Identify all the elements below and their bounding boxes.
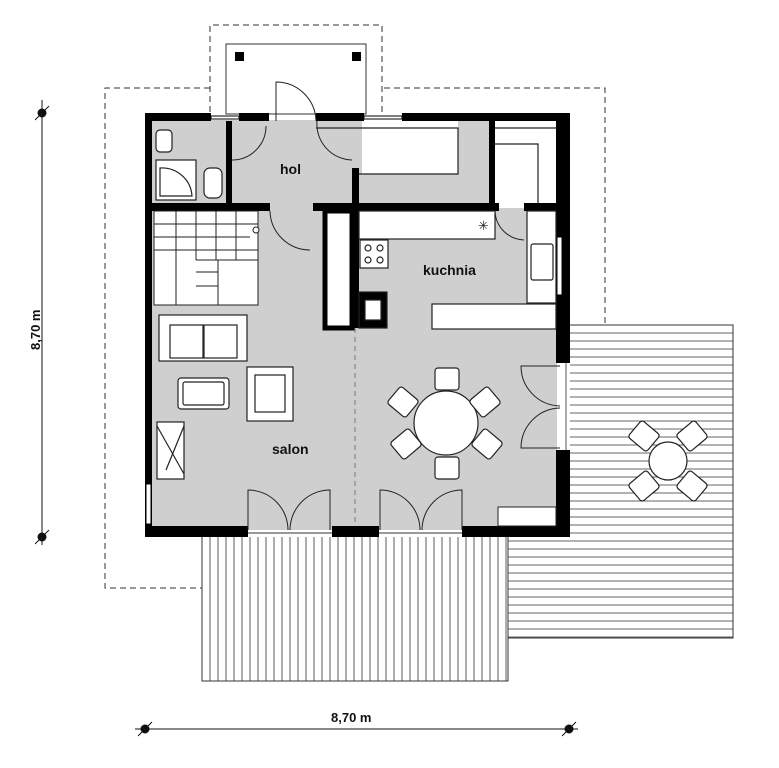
bathroom <box>155 129 223 201</box>
fireplace-icon <box>156 421 185 480</box>
dimension-horizontal <box>135 721 578 737</box>
walls <box>145 113 570 537</box>
hall-counter <box>316 127 556 203</box>
toilet-icon <box>203 167 223 199</box>
dining-table <box>387 367 503 480</box>
patio-table <box>628 420 708 502</box>
room-label-salon: salon <box>272 441 309 457</box>
terrace-doors <box>247 363 567 531</box>
living-furniture <box>156 314 294 480</box>
sink-icon <box>155 129 173 153</box>
staircase <box>153 210 260 306</box>
room-label-hol: hol <box>280 161 301 177</box>
south-terrace <box>201 532 509 682</box>
room-label-kuchnia: kuchnia <box>423 262 476 278</box>
dimension-height-label: 8,70 m <box>28 310 43 350</box>
dimension-width-label: 8,70 m <box>331 710 371 725</box>
fan-icon: ✳ <box>478 219 489 234</box>
dimension-vertical <box>34 100 50 545</box>
entrance-porch <box>225 43 367 115</box>
kitchen: ✳ <box>358 210 557 330</box>
